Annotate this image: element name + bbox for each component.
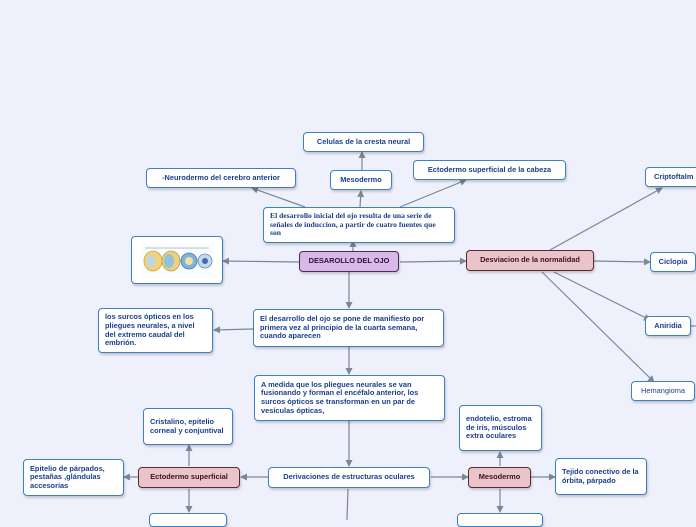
node-label: Derivaciones de estructuras oculares (283, 472, 415, 482)
edge-desviacion-ciclopia (593, 258, 651, 266)
node-label: Cristalino, epitelio corneal y conjuntiv… (150, 416, 224, 435)
edge-intro-neuro (251, 186, 306, 208)
node-endotelio[interactable]: endotelio, estroma de iris, músculos ext… (459, 405, 542, 451)
node-label: Aniridia (654, 320, 682, 330)
edge-desviacion-criptoftalmos (549, 187, 663, 251)
edge-desviacion-aniridia (553, 271, 651, 321)
edge-intro-mesodermo (357, 190, 365, 208)
node-label: Ectodermo superficial (150, 472, 228, 482)
edge-central-image (222, 257, 300, 265)
node-label: Tejido conectivo de la órbita, párpado (562, 466, 639, 485)
node-label: Criptoftalm (654, 171, 694, 181)
node-aniridia[interactable]: Aniridia (645, 316, 691, 336)
node-cristalino[interactable]: Cristalino, epitelio corneal y conjuntiv… (143, 408, 233, 445)
node-eye-image[interactable] (131, 236, 223, 284)
node-surcos-opticos[interactable]: los surcos ópticos en los pliegues neura… (98, 308, 213, 353)
node-label: DESAROLLO DEL OJO (308, 256, 390, 266)
node-hemangioma[interactable]: Hemangioma (631, 381, 695, 401)
edge-derivaciones-down (346, 488, 349, 520)
node-ciclopia[interactable]: Ciclopia (650, 252, 696, 272)
node-partial-bottom-left[interactable] (149, 513, 227, 527)
node-tejido-conectivo[interactable]: Tejido conectivo de la órbita, párpado (555, 458, 647, 495)
node-label: Hemangioma (641, 385, 685, 395)
node-label: -Neurodermo del cerebro anterior (162, 172, 280, 182)
node-manifiesto[interactable]: El desarrollo del ojo se pone de manifie… (253, 309, 444, 347)
node-ectodermo-superficial[interactable]: Ectodermo superficial (138, 467, 240, 488)
node-label: Celulas de la cresta neural (316, 136, 411, 146)
node-derivaciones[interactable]: Derivaciones de estructuras oculares (268, 467, 430, 488)
node-epitelio[interactable]: Epitelio de párpados, pestañas ,glándula… (23, 459, 124, 496)
edge-manifiesto-surcos (213, 326, 254, 334)
node-label: Ectodermo superficial de la cabeza (427, 164, 552, 174)
edge-desviacion-hemangioma (541, 271, 655, 383)
node-label: El desarrollo inicial del ojo resulta de… (270, 211, 436, 238)
node-intro[interactable]: El desarrollo inicial del ojo resulta de… (263, 207, 455, 243)
edge-intro-ecto-cabeza (399, 179, 467, 208)
node-label: Epitelio de párpados, pestañas ,glándula… (30, 463, 105, 490)
eye-development-icon (141, 243, 213, 277)
node-label: Mesodermo (478, 472, 521, 482)
node-neurodermo[interactable]: -Neurodermo del cerebro anterior (146, 168, 296, 188)
edge-central-desviacion (399, 257, 467, 265)
node-partial-bottom-right[interactable] (457, 513, 543, 527)
node-label: Desviacion de la normalidad (480, 255, 580, 265)
eye-development-illustration (135, 240, 219, 280)
node-label: El desarrollo del ojo se pone de manifie… (260, 314, 425, 341)
node-label: los surcos ópticos en los pliegues neura… (105, 312, 195, 348)
node-desviacion[interactable]: Desviacion de la normalidad (466, 250, 594, 271)
node-cresta-neural[interactable]: Celulas de la cresta neural (303, 132, 424, 152)
node-label: endotelio, estroma de iris, músculos ext… (466, 414, 532, 441)
node-ectodermo-cabeza[interactable]: Ectodermo superficial de la cabeza (413, 160, 566, 180)
node-criptoftalmos[interactable]: Criptoftalm (645, 167, 696, 187)
node-mesodermo-bottom[interactable]: Mesodermo (468, 467, 531, 488)
node-label: Mesodermo (340, 174, 382, 184)
node-central[interactable]: DESAROLLO DEL OJO (299, 251, 399, 272)
node-label: A medida que los pliegues neurales se va… (261, 379, 419, 415)
node-pliegues-neurales[interactable]: A medida que los pliegues neurales se va… (254, 375, 445, 421)
node-label: Ciclopia (658, 256, 688, 266)
node-mesodermo-top[interactable]: Mesodermo (330, 170, 392, 190)
